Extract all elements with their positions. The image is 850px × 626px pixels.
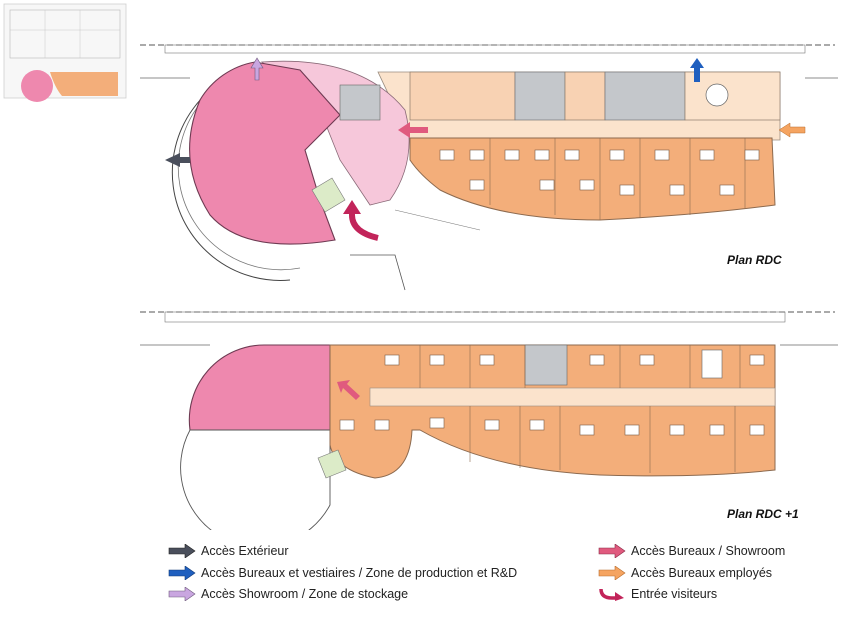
arrow-entree-visiteurs-icon [343,200,379,241]
plan-rdc1-title: Plan RDC +1 [727,507,799,521]
legend-item-bureaux-employes: Accès Bureaux employés [598,564,772,582]
plan-rdc-title: Plan RDC [727,253,782,267]
legend-label-bureaux-vestiaires: Accès Bureaux et vestiaires / Zone de pr… [201,566,518,580]
legend-item-bureaux-vestiaires: Accès Bureaux et vestiaires / Zone de pr… [168,564,517,582]
arrow-bureaux-employes-icon [778,122,806,138]
rdc-showroom-pink [189,61,341,245]
legend-item-bureaux-showroom: Accès Bureaux / Showroom [598,542,785,560]
arrow-bureaux-showroom-icon [398,122,428,138]
floor-plans-canvas [3,3,838,530]
blue-arrow-icon [168,566,196,580]
legend-item-entree-visiteurs: Entrée visiteurs [598,585,717,603]
plan-rdc [140,44,838,291]
thumbnail-site-plan [3,3,127,102]
orange-arrow-icon [598,566,626,580]
pink-arrow-icon [598,544,626,558]
rdc1-showroom-pink [188,344,331,431]
legend-item-showroom-stockage: Accès Showroom / Zone de stockage [168,585,408,603]
dark-arrow-icon [168,544,196,558]
rdc-offices-orange [409,137,776,221]
lilac-arrow-icon [168,587,196,601]
legend-label-exterieur: Accès Extérieur [201,544,289,558]
arrow-exterieur-icon [165,153,190,167]
arrow-bureaux-vestiaires-icon [690,58,704,82]
legend-label-bureaux-showroom: Accès Bureaux / Showroom [631,544,786,558]
rdc1-corridor [369,387,776,407]
legend-item-exterieur: Accès Extérieur [168,542,289,560]
rdc1-arrow-bureaux-showroom-icon [337,380,360,400]
plan-rdc1 [140,311,838,530]
legend-label-entree-visiteurs: Entrée visiteurs [631,587,718,601]
legend-label-bureaux-employes: Accès Bureaux employés [631,566,773,580]
arrow-showroom-stockage-icon [250,57,264,81]
curved-arrow-icon [599,588,624,601]
legend-label-showroom-stockage: Accès Showroom / Zone de stockage [201,587,409,601]
rdc1-offices-orange [329,344,776,479]
